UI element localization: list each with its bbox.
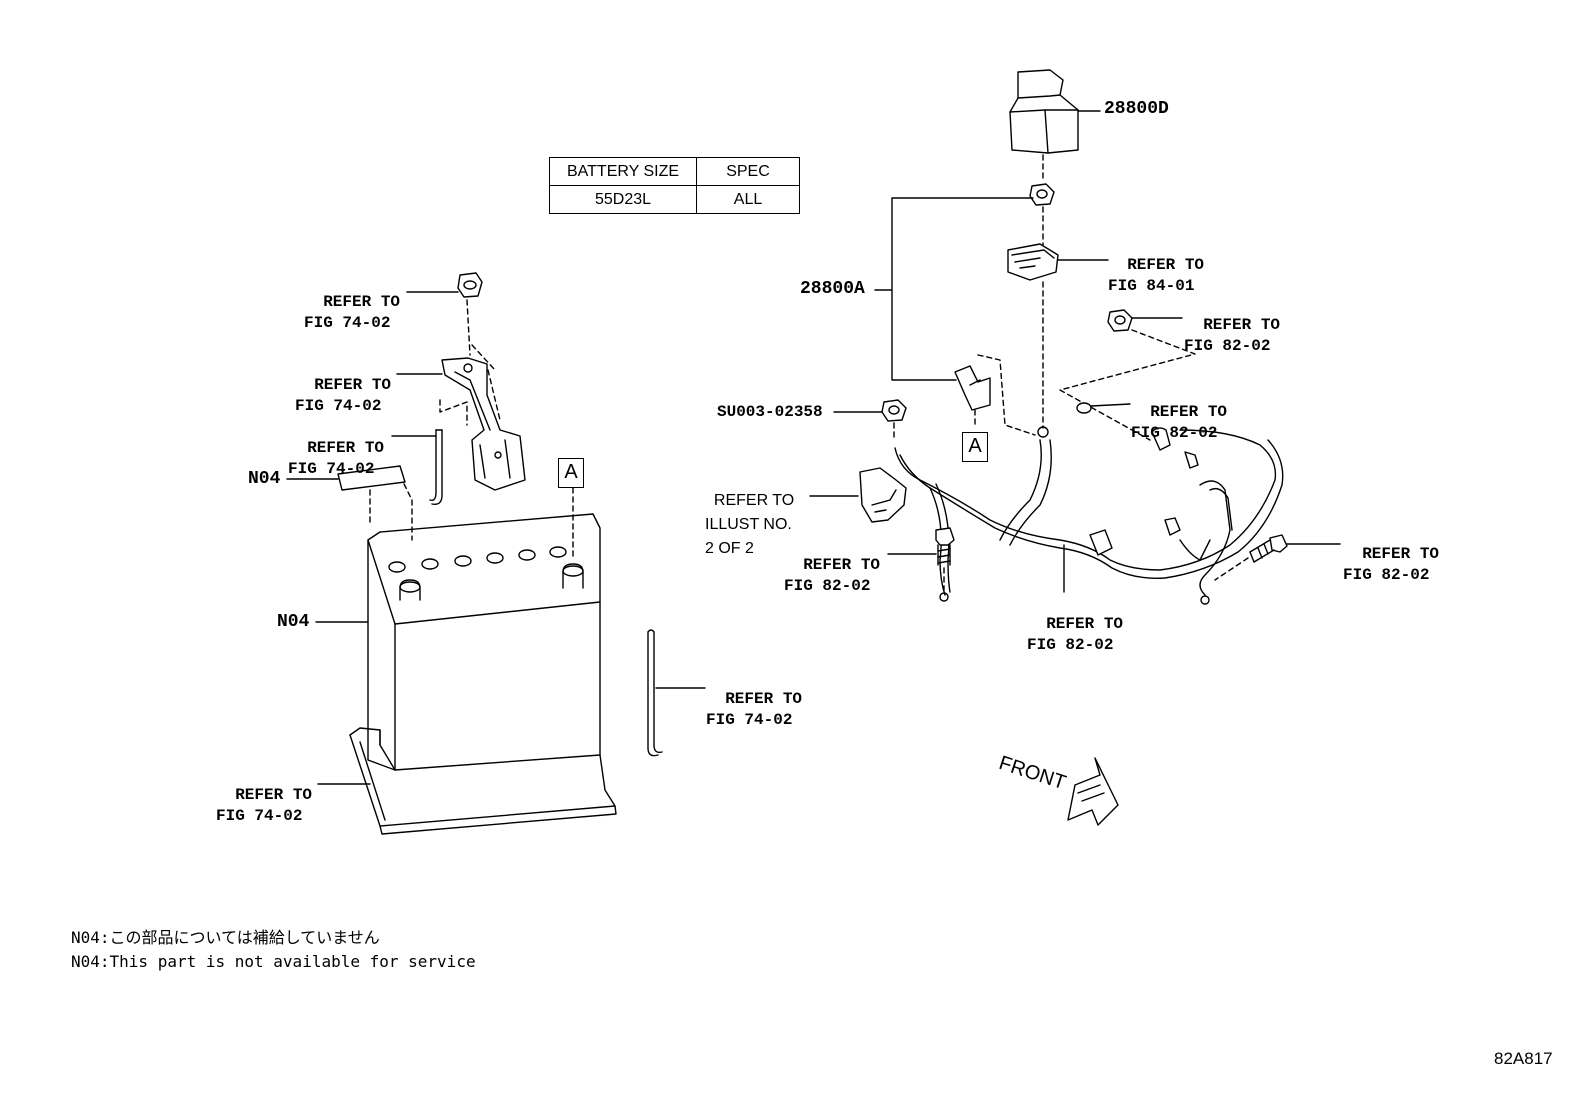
- note-japanese: N04:この部品については補給していません: [71, 928, 380, 947]
- callout-line2: FIG 82-02: [784, 577, 871, 595]
- callout-line1: REFER TO: [725, 690, 803, 708]
- part-n04-battery-label[interactable]: N04: [277, 612, 310, 632]
- harness-bolt-left: [935, 527, 955, 566]
- j-bolt-right: [647, 631, 659, 757]
- spec-header-spec: SPEC: [696, 157, 800, 186]
- callout-line2: FIG 74-02: [304, 314, 391, 332]
- callout-j-bolt-right[interactable]: REFER TO FIG 74-02: [706, 668, 802, 731]
- callout-line2: FIG 82-02: [1131, 424, 1218, 442]
- spec-value-spec: ALL: [696, 185, 800, 214]
- callout-line1: REFER TO: [1046, 615, 1124, 633]
- negative-terminal: [859, 467, 907, 523]
- hold-down-clamp: [441, 357, 526, 491]
- callout-fuse-block[interactable]: REFER TO FIG 84-01: [1108, 234, 1204, 297]
- callout-line2: FIG 82-02: [1184, 337, 1271, 355]
- callout-line2: FIG 74-02: [706, 711, 793, 729]
- callout-line1: REFER TO: [803, 556, 881, 574]
- callout-line2: FIG 74-02: [216, 807, 303, 825]
- callout-line2: FIG 74-02: [295, 397, 382, 415]
- battery-tray: [349, 727, 617, 835]
- callout-line1: REFER TO: [1203, 316, 1281, 334]
- callout-battery-tray[interactable]: REFER TO FIG 74-02: [216, 764, 312, 827]
- battery-spec-table: BATTERY SIZE SPEC 55D23L ALL: [549, 157, 800, 214]
- callout-clamp-nut[interactable]: REFER TO FIG 74-02: [304, 271, 400, 334]
- harness-bolt-right: [1249, 534, 1288, 563]
- spec-header-battery-size: BATTERY SIZE: [549, 157, 697, 186]
- callout-line2: FIG 82-02: [1343, 566, 1430, 584]
- callout-cable-harness[interactable]: REFER TO FIG 82-02: [1027, 593, 1123, 656]
- n04-sheet: [337, 465, 406, 491]
- callout-line2: FIG 84-01: [1108, 277, 1195, 295]
- callout-line1: REFER TO: [1362, 545, 1440, 563]
- callout-line2: FIG 82-02: [1027, 636, 1114, 654]
- callout-harness-bolt-right[interactable]: REFER TO FIG 82-02: [1343, 523, 1439, 586]
- front-arrow-icon: [1067, 757, 1119, 826]
- callout-line1: REFER TO: [323, 293, 401, 311]
- j-bolt-left: [429, 429, 437, 502]
- callout-harness-nut[interactable]: REFER TO FIG 82-02: [1184, 294, 1280, 357]
- fuse-block: [1007, 243, 1059, 281]
- callout-line1: REFER TO: [314, 376, 392, 394]
- harness-nut: [1107, 309, 1133, 332]
- callout-line2: ILLUST NO.: [705, 516, 792, 533]
- part-28800a-label[interactable]: 28800A: [800, 279, 865, 299]
- terminal-cover: [1009, 69, 1079, 154]
- battery-drawing: [367, 513, 601, 771]
- terminal-nut: [1029, 183, 1055, 206]
- callout-line1: REFER TO: [1150, 403, 1228, 421]
- callout-harness-washer[interactable]: REFER TO FIG 82-02: [1131, 381, 1227, 444]
- callout-line1: REFER TO: [1127, 256, 1205, 274]
- drawing-code: 82A817: [1494, 1049, 1553, 1068]
- ref-box-a-right: A: [962, 432, 988, 462]
- callout-j-bolt-left[interactable]: REFER TO FIG 74-02: [288, 417, 384, 480]
- callout-line2: FIG 74-02: [288, 460, 375, 478]
- positive-clamp: [954, 365, 991, 411]
- ref-box-a-left: A: [558, 458, 584, 488]
- callout-line1: REFER TO: [307, 439, 385, 457]
- part-28800d-label[interactable]: 28800D: [1104, 99, 1169, 119]
- part-su003-label[interactable]: SU003-02358: [717, 403, 823, 421]
- spec-value-battery-size: 55D23L: [549, 185, 697, 214]
- callout-hold-down-clamp[interactable]: REFER TO FIG 74-02: [295, 354, 391, 417]
- callout-illust-2-of-2[interactable]: REFER TO ILLUST NO. 2 OF 2: [705, 465, 794, 561]
- callout-line3: 2 OF 2: [705, 540, 754, 557]
- callout-harness-bolt-left[interactable]: REFER TO FIG 82-02: [784, 534, 880, 597]
- note-english: N04:This part is not available for servi…: [71, 952, 476, 971]
- su003-nut: [881, 399, 907, 422]
- harness-washer: [1076, 402, 1092, 414]
- part-n04-sheet-label[interactable]: N04: [248, 469, 281, 489]
- battery-cable-harness: [894, 429, 1284, 596]
- clamp-nut: [457, 272, 483, 298]
- callout-line1: REFER TO: [713, 492, 795, 509]
- callout-line1: REFER TO: [235, 786, 313, 804]
